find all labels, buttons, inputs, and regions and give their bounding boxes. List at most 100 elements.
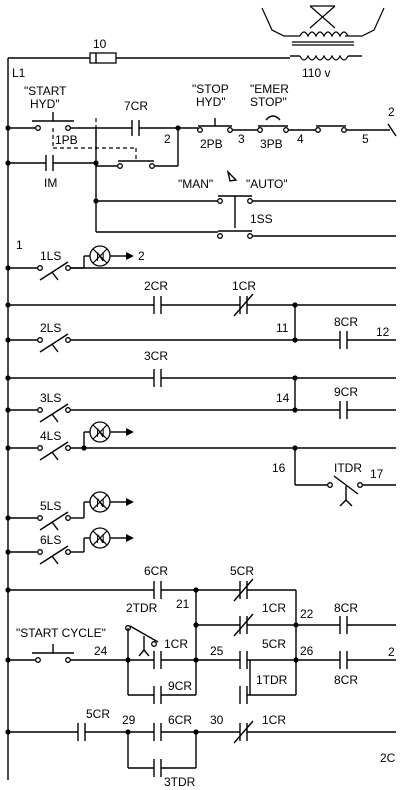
node-24-label: 24 bbox=[94, 644, 108, 658]
ls1-label: 1LS bbox=[40, 249, 61, 263]
stop-hyd-label-1: "STOP bbox=[192, 82, 229, 96]
tdr3-label: 3TDR bbox=[164, 775, 196, 789]
pb3-label: 3PB bbox=[260, 137, 283, 151]
emer-stop-label-2: STOP" bbox=[250, 95, 287, 109]
pb1-second-contact bbox=[117, 160, 155, 169]
node-2-right-label: 2 bbox=[388, 105, 395, 119]
start-cycle-pushbutton bbox=[32, 644, 74, 663]
node-26-label: 26 bbox=[300, 644, 314, 658]
ls1-limit-switch bbox=[37, 261, 71, 281]
ls3-label: 3LS bbox=[40, 391, 61, 405]
node-2c-label: 2C bbox=[380, 751, 396, 765]
pilot-lamp-3: N bbox=[89, 491, 111, 513]
pilot-lamp-2: N bbox=[89, 421, 111, 443]
start-hyd-label-1: "START bbox=[24, 84, 67, 98]
node-22-label: 22 bbox=[300, 607, 314, 621]
cr1-label-c: 1CR bbox=[164, 637, 188, 651]
start-cycle-label: "START CYCLE" bbox=[16, 626, 106, 640]
cr8-contact-b bbox=[339, 616, 348, 634]
emer-stop-pushbutton bbox=[257, 115, 289, 133]
node-29-label: 29 bbox=[122, 713, 136, 727]
ls6-limit-switch bbox=[37, 545, 71, 565]
node-17-label: 17 bbox=[370, 467, 384, 481]
transformer-voltage: 110 v bbox=[302, 66, 330, 80]
tdr2-contact bbox=[125, 625, 159, 657]
ls4-limit-switch bbox=[37, 441, 71, 461]
auto-label: "AUTO" bbox=[246, 177, 288, 191]
ls6-label: 6LS bbox=[40, 533, 61, 547]
lamp-arrow-2-label: 2 bbox=[138, 249, 145, 263]
node-2-bottom-label: 2 bbox=[388, 645, 395, 659]
node-4-label: 4 bbox=[297, 132, 304, 146]
node-14-label: 14 bbox=[276, 391, 290, 405]
ls2-limit-switch bbox=[37, 333, 71, 353]
cr8-label-a: 8CR bbox=[334, 315, 358, 329]
im-label: IM bbox=[44, 176, 57, 190]
pb1-label: 1PB bbox=[55, 133, 78, 147]
cr8-contact-c bbox=[339, 651, 348, 669]
pilot-lamp-4: N bbox=[89, 527, 111, 549]
svg-text:N: N bbox=[96, 496, 105, 510]
transformer-symbol: 110 v bbox=[261, 5, 385, 80]
ls5-label: 5LS bbox=[40, 499, 61, 513]
cr9-label-b: 9CR bbox=[168, 679, 192, 693]
cr7-contact bbox=[131, 120, 140, 136]
cr7-label: 7CR bbox=[124, 99, 148, 113]
tdr3-contact bbox=[153, 759, 162, 777]
node-3-label: 3 bbox=[238, 132, 245, 146]
ls2-label: 2LS bbox=[40, 321, 61, 335]
cr8-label-c: 8CR bbox=[334, 673, 358, 687]
svg-text:N: N bbox=[96, 250, 105, 264]
tdr1-contact bbox=[327, 475, 363, 507]
cr8-contact-a bbox=[339, 331, 348, 349]
node-16-label: 16 bbox=[272, 461, 286, 475]
cr3-contact bbox=[153, 369, 162, 387]
svg-text:N: N bbox=[96, 426, 105, 440]
tdr1-contact-b bbox=[239, 686, 248, 704]
cr2-contact bbox=[153, 296, 162, 314]
cr9-contact bbox=[339, 401, 348, 419]
overload-contact bbox=[315, 125, 347, 133]
cr5-label-a: 5CR bbox=[230, 564, 254, 578]
cr6-contact-a bbox=[153, 581, 162, 599]
cr3-label: 3CR bbox=[144, 349, 168, 363]
im-contact bbox=[45, 155, 54, 171]
cr1-label-a: 1CR bbox=[232, 279, 256, 293]
cr8-label-b: 8CR bbox=[334, 601, 358, 615]
cr6-contact-b bbox=[153, 723, 162, 741]
cr5-contact-b bbox=[239, 651, 248, 669]
cr6-label-a: 6CR bbox=[144, 564, 168, 578]
ss1-label: 1SS bbox=[250, 212, 273, 226]
pilot-lamp-1: N bbox=[89, 245, 111, 267]
cr6-label-b: 6CR bbox=[168, 713, 192, 727]
tdr1-label: ITDR bbox=[334, 461, 362, 475]
cr5-label-c: 5CR bbox=[86, 707, 110, 721]
node-21-label: 21 bbox=[176, 597, 190, 611]
stop-hyd-label-2: HYD" bbox=[196, 95, 226, 109]
tdr2-label: 2TDR bbox=[126, 601, 158, 615]
cr9-contact-b bbox=[153, 686, 162, 704]
node-11-label: 11 bbox=[276, 321, 289, 335]
start-hyd-label-2: HYD" bbox=[30, 97, 60, 111]
fuse-label: 10 bbox=[93, 37, 107, 51]
stop-hyd-pushbutton bbox=[197, 118, 233, 133]
ls5-limit-switch bbox=[37, 511, 71, 531]
ls4-label: 4LS bbox=[40, 429, 61, 443]
ls3-limit-switch bbox=[37, 403, 71, 423]
cr5-label-b: 5CR bbox=[262, 637, 286, 651]
cr1-label-b: 1CR bbox=[262, 601, 286, 615]
node-25-label: 25 bbox=[210, 644, 224, 658]
tdr1-label-b: 1TDR bbox=[256, 673, 288, 687]
emer-stop-label-1: "EMER bbox=[250, 82, 289, 96]
cr2-label: 2CR bbox=[144, 279, 168, 293]
cr1-label-d: 1CR bbox=[262, 713, 286, 727]
fuse-symbol bbox=[89, 52, 117, 64]
start-hyd-pushbutton bbox=[32, 112, 74, 131]
node-1-label: 1 bbox=[16, 238, 23, 252]
cr1-contact-c bbox=[153, 651, 162, 669]
pb2-label: 2PB bbox=[200, 137, 223, 151]
svg-text:N: N bbox=[96, 532, 105, 546]
node-12-label: 12 bbox=[376, 325, 390, 339]
node-2-label: 2 bbox=[164, 132, 171, 146]
